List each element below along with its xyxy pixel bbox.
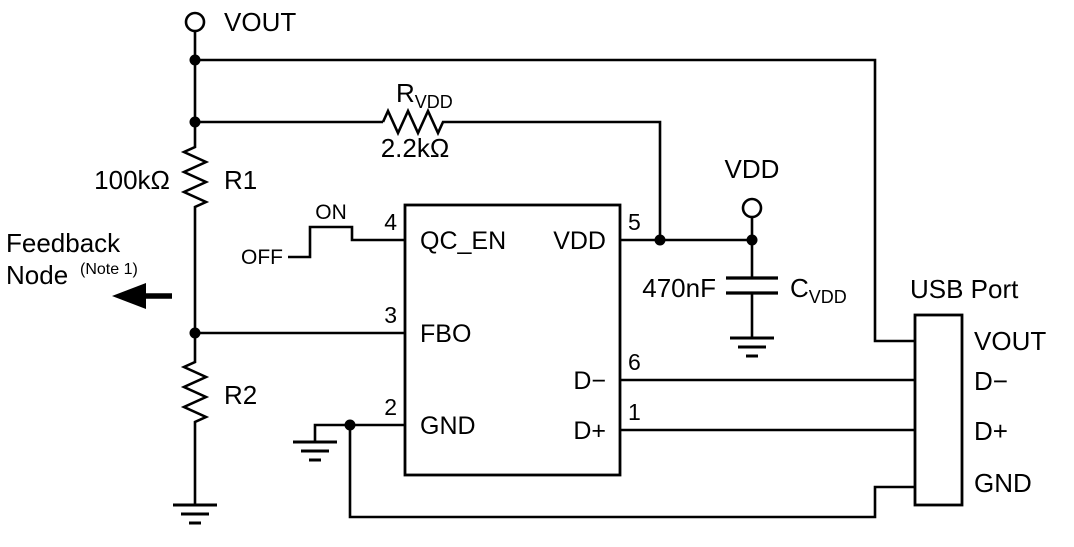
ic-pin-number-3: 3	[384, 302, 397, 328]
junction-dot-rvdd-vdd	[654, 234, 666, 246]
usb-pin-label-vout: VOUT	[974, 326, 1046, 356]
ic-ground-symbol	[293, 440, 337, 462]
ic-pin-label-dminus: D−	[573, 367, 606, 395]
ic-pin-label-qc-en: QC_EN	[420, 227, 506, 255]
feedback-label-line1: Feedback	[6, 228, 121, 258]
ic-pin-label-dplus: D+	[573, 417, 606, 445]
r2-ground-symbol	[173, 503, 217, 525]
cap-label: CVDD	[790, 273, 847, 307]
ic-pin-number-4: 4	[384, 209, 397, 235]
r1-value: 100kΩ	[94, 165, 170, 195]
r1-label: R1	[224, 165, 257, 195]
ic-pin-label-gnd: GND	[420, 412, 476, 440]
r2-resistor	[180, 358, 210, 430]
ic-pin-number-1: 1	[628, 399, 641, 425]
cap-ground-symbol	[730, 336, 774, 358]
signal-off-label: OFF	[241, 246, 283, 269]
vout-to-usb-wire	[195, 58, 915, 343]
gnd-to-usb-wire	[348, 425, 915, 519]
cap-value: 470nF	[642, 273, 716, 303]
ic-body	[403, 203, 622, 477]
usb-port-body	[913, 313, 964, 507]
vdd-terminal	[741, 197, 763, 219]
r2-label: R2	[224, 380, 257, 410]
vout-terminal	[184, 11, 206, 33]
ic-pin-number-6: 6	[628, 349, 641, 375]
rvdd-label: RVDD	[396, 78, 453, 112]
rvdd-branch-wire	[195, 120, 662, 240]
usb-pin-label-gnd: GND	[974, 468, 1032, 498]
rvdd-value: 2.2kΩ	[381, 133, 450, 163]
ic-pin-label-vdd: VDD	[553, 227, 606, 255]
vout-terminal-label: VOUT	[224, 7, 296, 37]
rvdd-resistor	[381, 107, 447, 137]
usb-port-title: USB Port	[910, 274, 1019, 304]
usb-pin-label-dplus: D+	[974, 416, 1008, 446]
feedback-label-line2: Node	[6, 260, 68, 290]
vdd-terminal-label: VDD	[725, 154, 780, 184]
r1-resistor	[180, 143, 210, 215]
feedback-arrow-head	[112, 283, 146, 309]
feedback-note: (Note 1)	[80, 261, 138, 278]
qc-en-signal-wire	[288, 225, 405, 259]
ic-pin-number-5: 5	[628, 209, 641, 235]
usb-pin-label-dminus: D−	[974, 366, 1008, 396]
gnd-pin-wire	[313, 423, 405, 442]
signal-on-label: ON	[315, 201, 347, 224]
ic-pin-number-2: 2	[384, 394, 397, 420]
ic-pin-label-fbo: FBO	[420, 320, 471, 348]
